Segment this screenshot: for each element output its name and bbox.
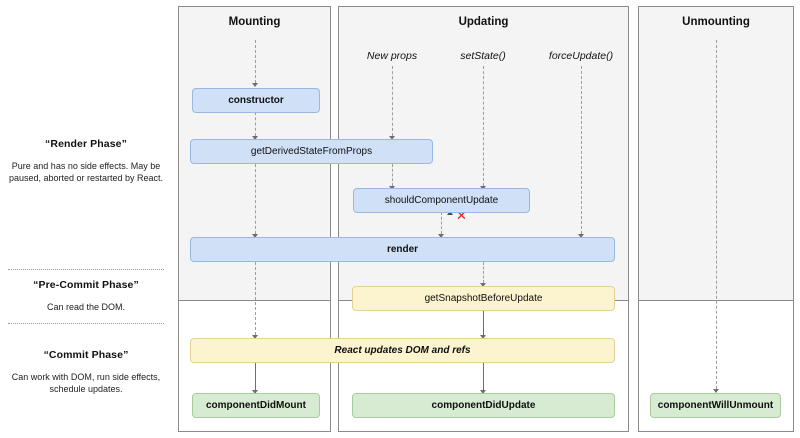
trigger-set-state: setState(): [460, 50, 506, 62]
phase-block-pre-commit: “Pre-Commit Phase” Can read the DOM.: [4, 279, 168, 313]
trigger-new-props: New props: [366, 50, 418, 62]
arrowhead-dom-mounting: [252, 335, 258, 339]
node-get-snapshot-before-update[interactable]: getSnapshotBeforeUpdate: [352, 286, 615, 311]
connector-forceupdate-to-render: [581, 66, 582, 234]
phase-label-column: “Render Phase” Pure and has no side effe…: [0, 0, 172, 438]
arrowhead-cdu: [480, 390, 486, 394]
phase-description-render: Pure and has no side effects. May be pau…: [8, 161, 164, 184]
connector-newprops-to-gdsfp: [392, 66, 393, 136]
arrowhead-gdsfp-mounting: [252, 136, 258, 140]
connector-constructor-to-gdsfp: [255, 112, 256, 136]
arrowhead-render-mounting: [252, 234, 258, 238]
skip-render-x-icon: ✕: [456, 209, 467, 224]
connector-gdsfp-to-scu: [392, 164, 393, 186]
node-component-will-unmount[interactable]: componentWillUnmount: [650, 393, 781, 418]
phase-block-commit: “Commit Phase” Can work with DOM, run si…: [4, 349, 168, 396]
connector-scu-to-render: [441, 212, 442, 234]
connector-gdsfp-to-render: [255, 164, 256, 234]
connector-render-to-snapshot: [483, 262, 484, 283]
node-render[interactable]: render: [190, 237, 615, 262]
phase-block-render: “Render Phase” Pure and has no side effe…: [4, 138, 168, 185]
arrowhead-render-updating: [438, 234, 444, 238]
phase-divider-top: [8, 269, 164, 270]
trigger-force-update: forceUpdate(): [548, 50, 614, 62]
phase-title-render: “Render Phase”: [45, 138, 127, 150]
arrowhead-skip-render-return: [447, 211, 453, 215]
phase-title-pre-commit: “Pre-Commit Phase”: [33, 279, 139, 291]
node-react-updates-dom-and-refs[interactable]: React updates DOM and refs: [190, 338, 615, 363]
node-component-did-mount[interactable]: componentDidMount: [192, 393, 320, 418]
node-get-derived-state-from-props[interactable]: getDerivedStateFromProps: [190, 139, 433, 164]
connector-render-to-dom-mounting: [255, 262, 256, 335]
arrowhead-dom-updating: [480, 335, 486, 339]
arrowhead-cdm: [252, 390, 258, 394]
node-should-component-update[interactable]: shouldComponentUpdate: [353, 188, 530, 213]
phase-title-commit: “Commit Phase”: [43, 349, 129, 361]
connector-dom-to-cdm: [255, 363, 256, 390]
node-constructor[interactable]: constructor: [192, 88, 320, 113]
arrowhead-snapshot: [480, 283, 486, 287]
connector-unmounting-to-cwu: [716, 40, 717, 389]
column-title-mounting: Mounting: [228, 16, 281, 28]
phase-description-pre-commit: Can read the DOM.: [46, 302, 126, 312]
connector-setstate-to-scu: [483, 66, 484, 186]
column-title-unmounting: Unmounting: [682, 16, 750, 28]
arrowhead-render-force: [578, 234, 584, 238]
phase-description-commit: Can work with DOM, run side effects, sch…: [11, 372, 161, 395]
node-component-did-update[interactable]: componentDidUpdate: [352, 393, 615, 418]
connector-snapshot-to-dom: [483, 311, 484, 335]
connector-mounting-to-constructor: [255, 40, 256, 83]
phase-divider-bottom: [8, 323, 164, 324]
column-title-updating: Updating: [458, 16, 509, 28]
arrowhead-gdsfp-updating: [389, 136, 395, 140]
arrowhead-cwu: [713, 389, 719, 393]
connector-dom-to-cdu: [483, 363, 484, 390]
arrowhead-constructor: [252, 83, 258, 87]
